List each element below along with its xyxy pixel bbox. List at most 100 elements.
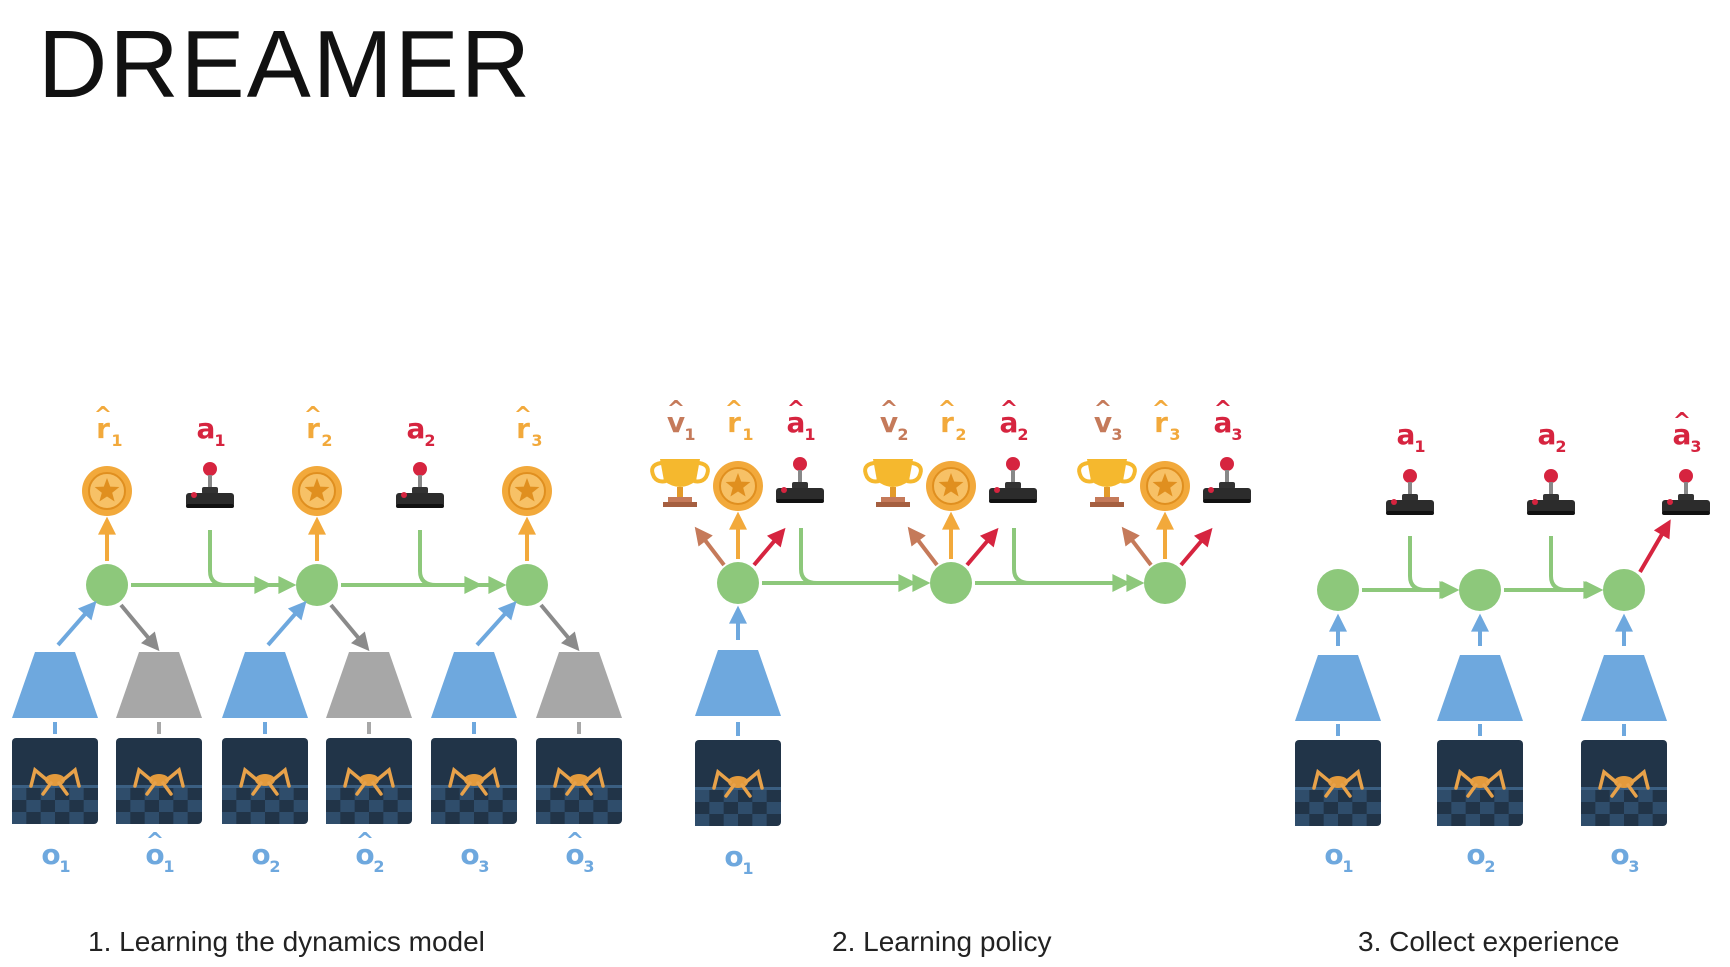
svg-text:v: v — [667, 406, 685, 439]
svg-text:2: 2 — [1484, 857, 1495, 876]
joystick-icon — [1386, 469, 1434, 515]
encoder-block — [695, 650, 781, 716]
decode-arrow — [119, 603, 160, 652]
action-input-arrow — [208, 530, 273, 594]
action-arrow — [1179, 527, 1213, 567]
svg-text:2: 2 — [373, 857, 384, 876]
observation-frame — [1581, 740, 1667, 826]
svg-text:a: a — [407, 412, 426, 445]
reconstruction-label: o1^ — [145, 829, 174, 876]
observation-label: o3 — [460, 838, 489, 876]
reward-coin-icon — [926, 461, 976, 511]
svg-text:^: ^ — [514, 403, 532, 428]
svg-text:1: 1 — [59, 857, 70, 876]
svg-text:o: o — [41, 838, 60, 871]
value-arrow — [1121, 526, 1153, 567]
observation-frame — [222, 738, 308, 824]
caption-collect-experience: 3. Collect experience — [1358, 926, 1620, 957]
svg-text:r: r — [96, 412, 110, 445]
encode-arrow — [56, 600, 97, 647]
svg-text:2: 2 — [321, 431, 332, 450]
svg-text:^: ^ — [787, 397, 805, 422]
encode-arrow — [266, 600, 307, 647]
svg-text:^: ^ — [667, 397, 685, 422]
svg-text:r: r — [1154, 406, 1168, 439]
svg-text:r: r — [727, 406, 741, 439]
observation-label: o1 — [1324, 838, 1353, 876]
caption-dynamics-model: 1. Learning the dynamics model — [88, 926, 485, 957]
joystick-icon — [1527, 469, 1575, 515]
svg-text:3: 3 — [1628, 857, 1639, 876]
svg-text:a: a — [1673, 418, 1692, 451]
latent-state-node — [1144, 562, 1186, 604]
svg-text:o: o — [1610, 838, 1629, 871]
observation-frame — [695, 740, 781, 826]
latent-state-node — [1603, 569, 1645, 611]
joystick-icon — [989, 457, 1037, 503]
reward-coin-icon — [1140, 461, 1190, 511]
svg-text:3: 3 — [531, 431, 542, 450]
joystick-icon — [1662, 469, 1710, 515]
svg-text:^: ^ — [1000, 397, 1018, 422]
action-input-arrow — [418, 530, 483, 594]
svg-text:v: v — [880, 406, 898, 439]
latent-state-node — [1459, 569, 1501, 611]
observation-label: o2 — [1466, 838, 1495, 876]
observation-label: o1 — [724, 840, 753, 878]
svg-text:1: 1 — [111, 431, 122, 450]
action-label: a1 — [197, 412, 226, 450]
action-label: a2 — [1538, 418, 1567, 456]
svg-text:^: ^ — [304, 403, 322, 428]
svg-text:^: ^ — [725, 397, 743, 422]
value-arrow — [694, 526, 726, 567]
svg-text:2: 2 — [1555, 437, 1566, 456]
reconstruction-frame — [326, 738, 412, 824]
encode-arrow — [475, 600, 517, 647]
observation-label: o1 — [41, 838, 70, 876]
svg-text:^: ^ — [1152, 397, 1170, 422]
svg-text:r: r — [940, 406, 954, 439]
decoder-block — [326, 652, 412, 718]
latent-state-node — [296, 564, 338, 606]
action-hat-label: a3^ — [1673, 409, 1702, 456]
caption-learning-policy: 2. Learning policy — [832, 926, 1052, 957]
svg-text:2: 2 — [1017, 425, 1028, 444]
joystick-icon — [186, 462, 234, 508]
svg-text:a: a — [1000, 406, 1019, 439]
svg-text:o: o — [1324, 838, 1343, 871]
svg-text:1: 1 — [1414, 437, 1425, 456]
action-input-arrow — [1408, 536, 1458, 599]
svg-text:1: 1 — [804, 425, 815, 444]
svg-text:1: 1 — [163, 857, 174, 876]
observation-label: o2 — [251, 838, 280, 876]
action-input-arrow — [799, 528, 917, 592]
svg-text:a: a — [787, 406, 806, 439]
svg-text:3: 3 — [478, 857, 489, 876]
latent-state-node — [506, 564, 548, 606]
svg-text:o: o — [724, 840, 743, 873]
action-hat-label: a3^ — [1214, 397, 1243, 444]
latent-state-node — [1317, 569, 1359, 611]
joystick-icon — [396, 462, 444, 508]
encoder-block — [1295, 655, 1381, 721]
reconstruction-label: o2^ — [355, 829, 384, 876]
observation-label: o3 — [1610, 838, 1639, 876]
svg-text:a: a — [1397, 418, 1416, 451]
reward-coin-icon — [713, 461, 763, 511]
svg-text:3: 3 — [1690, 437, 1701, 456]
svg-text:^: ^ — [1094, 397, 1112, 422]
svg-text:r: r — [516, 412, 530, 445]
latent-state-node — [86, 564, 128, 606]
svg-text:1: 1 — [742, 425, 753, 444]
action-hat-label: a2 ^ — [1000, 397, 1029, 444]
joystick-icon — [776, 457, 824, 503]
svg-text:2: 2 — [955, 425, 966, 444]
svg-text:3: 3 — [1169, 425, 1180, 444]
observation-frame — [12, 738, 98, 824]
